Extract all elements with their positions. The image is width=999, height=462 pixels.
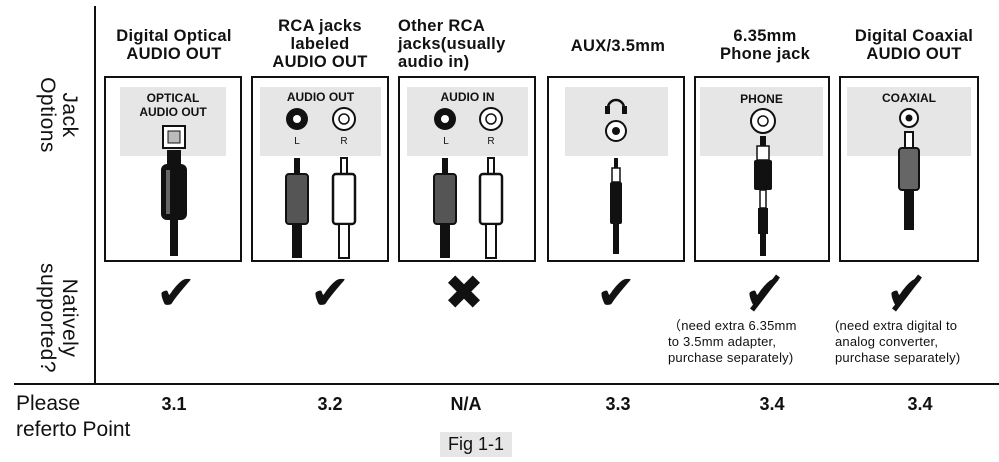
column-heading-rca-in: Other RCA jacks(usually audio in) [398,17,506,71]
jack-label-r-in: R [487,136,495,147]
jack-label-l-out: L [294,136,300,147]
jack-label-l-in: L [443,136,449,147]
check-mark-rca-out: ✔ [309,267,351,320]
note-coaxial: (need extra digital to analog converter,… [835,318,961,365]
ref-point-optical: 3.1 [161,394,187,414]
panel-rca-out [260,87,381,156]
panel-label-optical: OPTICAL AUDIO OUT [139,91,207,119]
panel-rca-in [407,87,528,156]
jack-label-r-out: R [340,136,348,147]
note-phone: （need extra 6.35mm to 3.5mm adapter, pur… [668,318,797,365]
column-heading-phone: 6.35mm Phone jack [719,27,811,63]
ref-point-phone: 3.4 [759,394,785,414]
panel-label-rca-in: AUDIO IN [440,90,495,104]
ref-point-rca-in: N/A [450,394,482,414]
check-mark-aux: ✔ [595,267,637,320]
cross-mark-rca-in: ✖ [443,267,485,320]
figure-caption: Fig 1-1 [440,432,513,457]
column-heading-optical: Digital Optical AUDIO OUT [116,27,232,63]
check-mark-optical: ✔ [155,267,197,320]
horizontal-divider [14,383,999,385]
ref-point-rca-out: 3.2 [317,394,343,414]
vertical-divider [94,6,96,384]
column-heading-aux: AUX/3.5mm [570,37,666,55]
row-label-refer: Please referto Point [16,392,131,441]
column-heading-coaxial: Digital Coaxial AUDIO OUT [854,27,974,63]
panel-label-coaxial: COAXIAL [882,91,936,105]
panel-label-rca-out: AUDIO OUT [286,90,355,104]
column-heading-rca-out: RCA jacks labeled AUDIO OUT [272,17,368,71]
ref-point-aux: 3.3 [605,394,631,414]
panel-label-phone: PHONE [740,92,783,106]
ref-point-coaxial: 3.4 [907,394,933,414]
